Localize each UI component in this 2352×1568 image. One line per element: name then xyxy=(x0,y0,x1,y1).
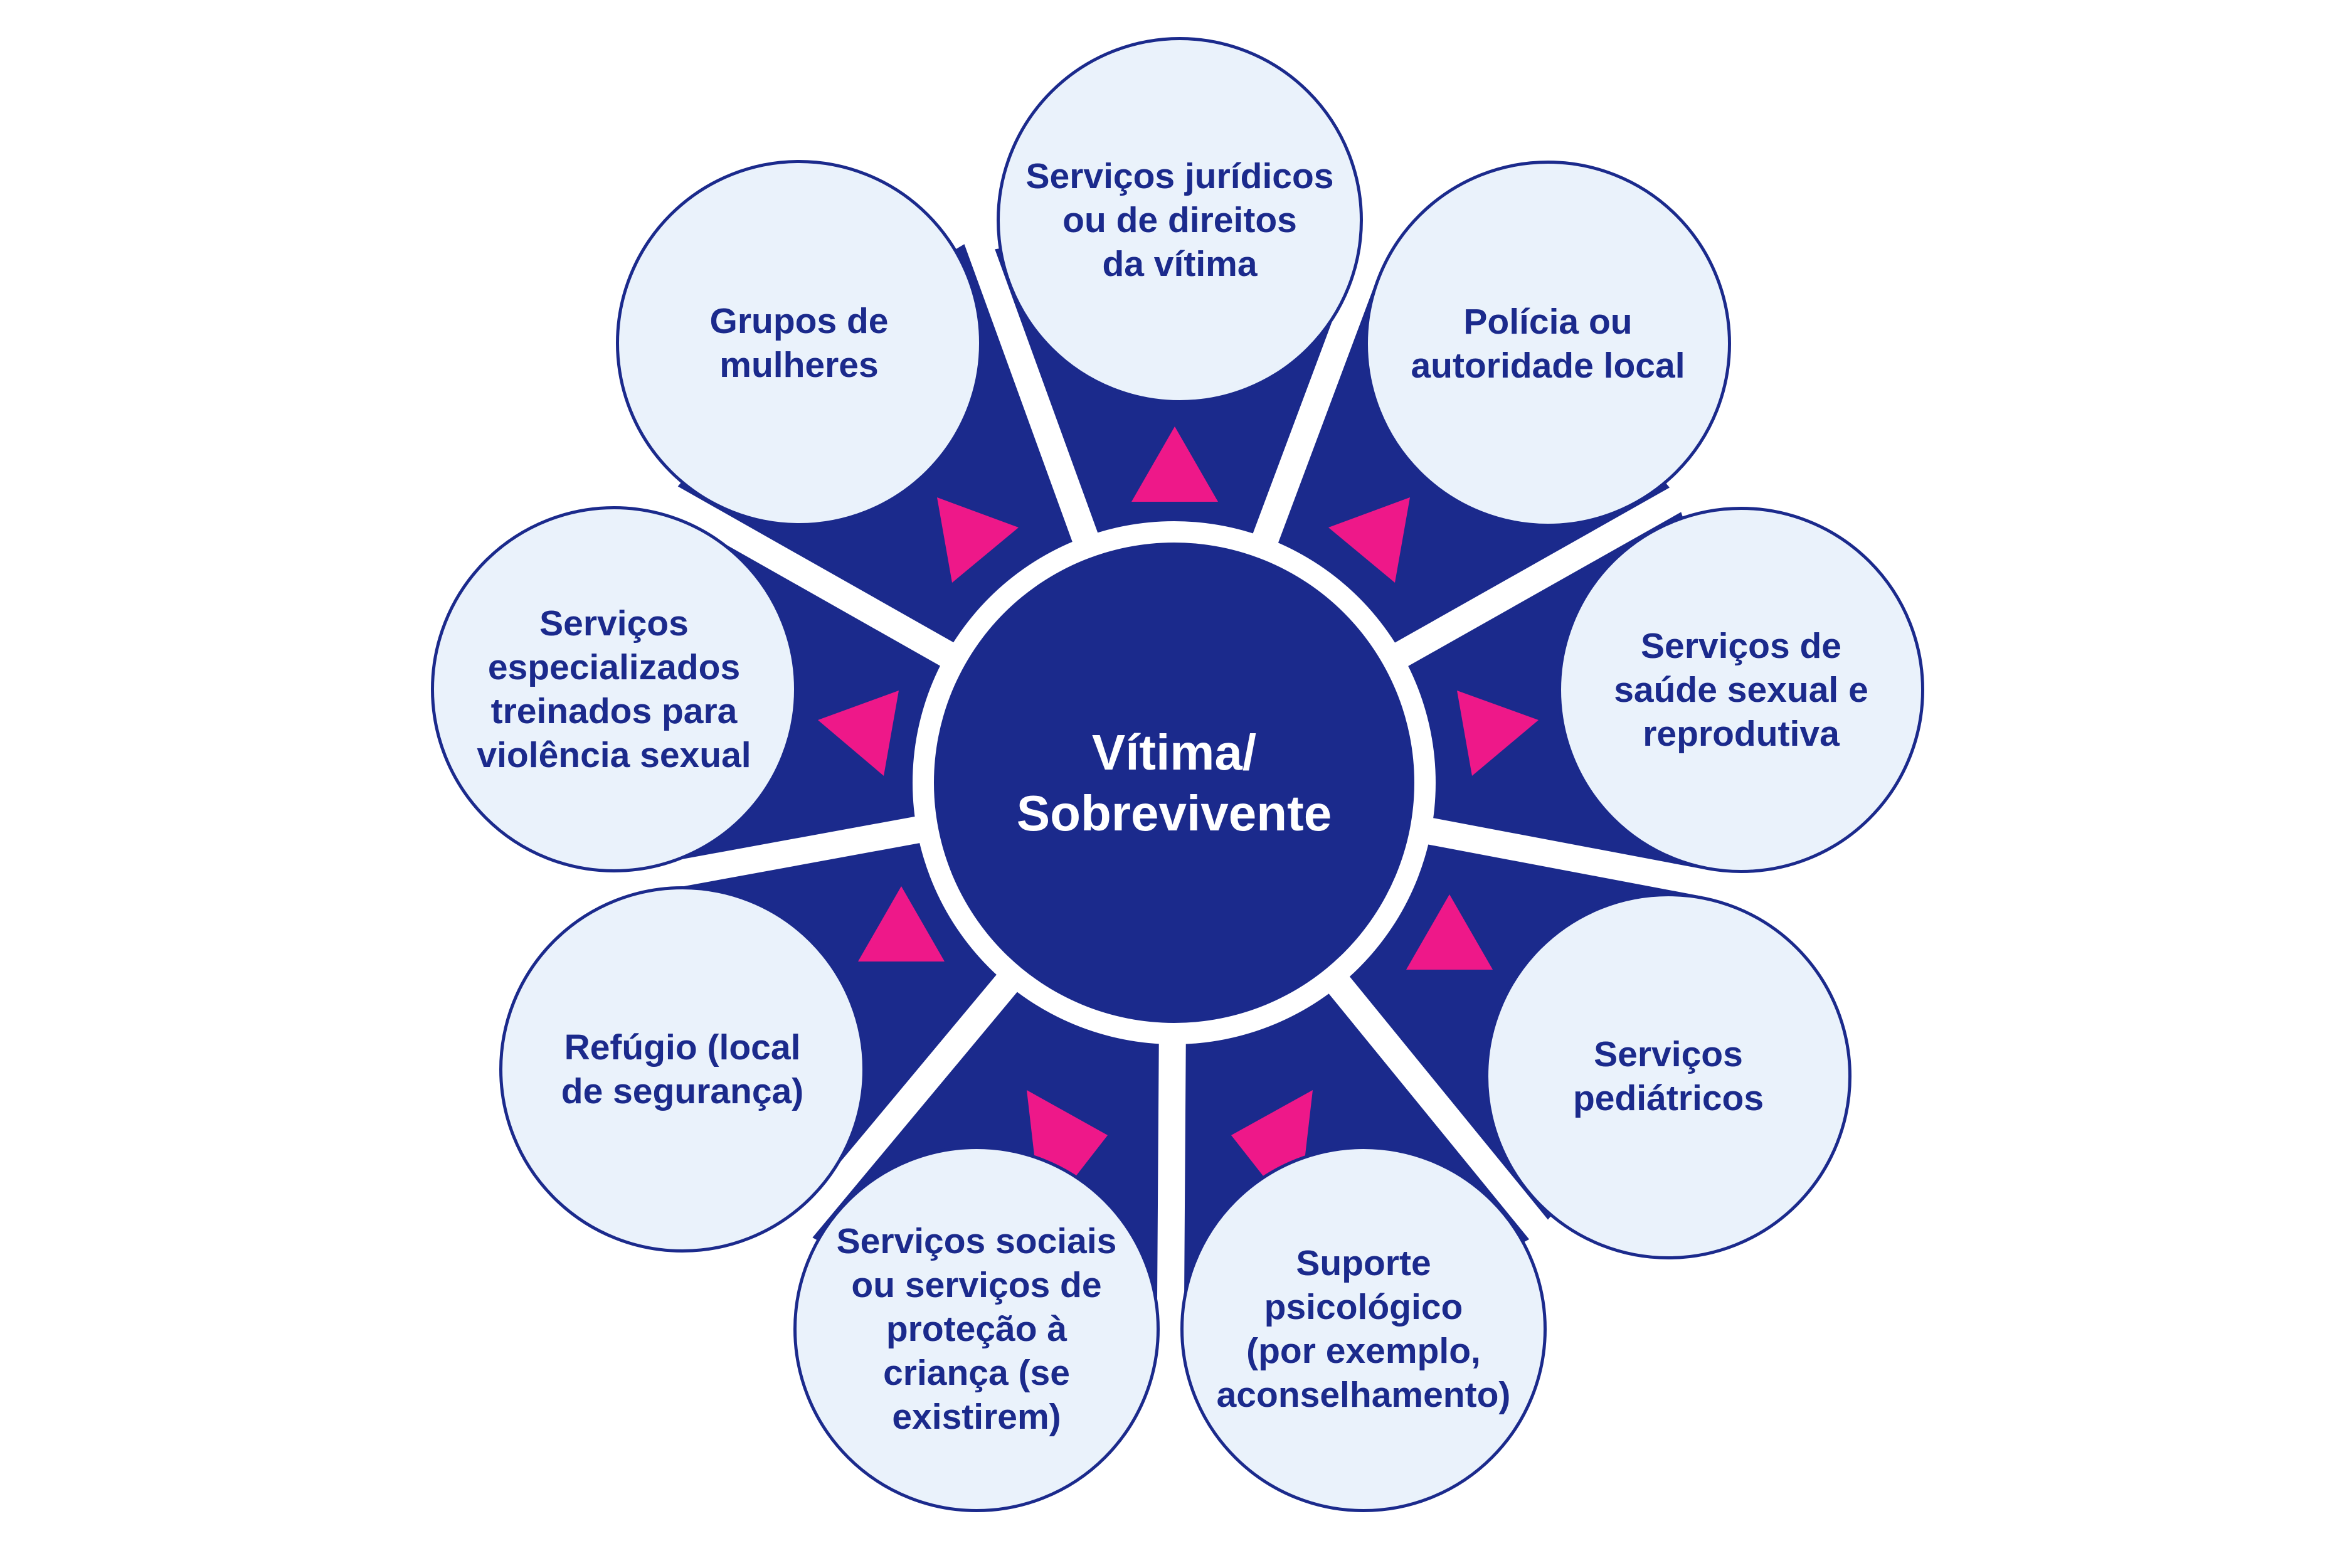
arrow-triangle-icon xyxy=(1328,497,1410,583)
arrow-group xyxy=(818,426,1539,1220)
node-legal-services: Serviços jurídicos ou de direitos da vít… xyxy=(997,37,1363,403)
node-specialized-sv-services: Serviços especializados treinados para v… xyxy=(431,506,797,872)
node-label-line: pediátricos xyxy=(1572,1078,1764,1118)
node-label-line: Serviços xyxy=(539,603,689,644)
node-label-line: Suporte xyxy=(1296,1243,1431,1283)
arrow-triangle-icon xyxy=(937,497,1019,583)
center-node-victim-survivor: Vítima/ Sobrevivente xyxy=(934,543,1414,1023)
node-label-line: Serviços de xyxy=(1640,626,1841,666)
node-label-line: reprodutiva xyxy=(1643,714,1840,754)
node-label-line: especializados xyxy=(487,647,741,687)
node-police: Polícia ou autoridade local xyxy=(1365,161,1731,527)
node-psychological-support: Suporte psicológico (por exemplo, aconse… xyxy=(1180,1146,1547,1512)
center-label-line: Vítima/ xyxy=(1091,724,1257,780)
node-social-child-protection: Serviços sociais ou serviços de proteção… xyxy=(793,1146,1160,1512)
arrow-triangle-icon xyxy=(1457,691,1539,776)
node-label-line: treinados para xyxy=(490,691,738,731)
node-label-line: criança (se xyxy=(883,1353,1070,1393)
node-label-line: Refúgio (local xyxy=(564,1027,801,1067)
node-label-line: Serviços xyxy=(1594,1034,1743,1074)
node-label-line: aconselhamento) xyxy=(1216,1375,1511,1415)
node-sexual-reproductive-health: Serviços de saúde sexual e reprodutiva xyxy=(1558,507,1924,873)
node-shelter: Refúgio (local de segurança) xyxy=(499,886,866,1253)
node-label-line: existirem) xyxy=(892,1397,1061,1437)
arrow-triangle-icon xyxy=(858,886,945,961)
node-label-line: mulheres xyxy=(719,345,879,385)
node-label-line: de segurança) xyxy=(561,1071,804,1111)
node-label-line: ou de direitos xyxy=(1062,200,1297,240)
node-label-line: ou serviços de xyxy=(851,1265,1102,1305)
node-label-line: saúde sexual e xyxy=(1614,670,1868,710)
node-label-line: (por exemplo, xyxy=(1246,1331,1481,1371)
node-label-line: da vítima xyxy=(1102,244,1258,284)
node-label-line: proteção à xyxy=(886,1309,1067,1349)
node-label-line: autoridade local xyxy=(1411,346,1685,386)
arrow-triangle-icon xyxy=(1131,426,1218,502)
node-women-groups: Grupos de mulheres xyxy=(616,160,982,526)
node-label-line: Serviços sociais xyxy=(836,1221,1117,1261)
node-label-line: Serviços jurídicos xyxy=(1025,156,1334,196)
arrow-triangle-icon xyxy=(1406,894,1493,970)
node-label-line: violência sexual xyxy=(477,735,751,775)
arrow-triangle-icon xyxy=(818,691,899,776)
node-pediatric-services: Serviços pediátricos xyxy=(1485,893,1851,1259)
node-label-line: Grupos de xyxy=(709,301,889,341)
node-label-line: psicológico xyxy=(1264,1287,1463,1327)
node-label-line: Polícia ou xyxy=(1463,302,1633,342)
center-label-line: Sobrevivente xyxy=(1016,785,1332,841)
